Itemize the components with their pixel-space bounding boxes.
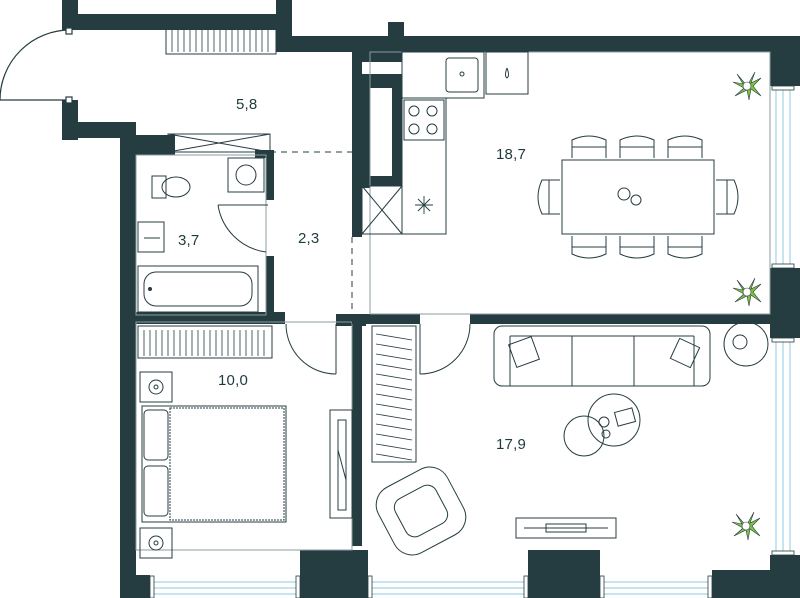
- kitchen-fixtures: [361, 51, 529, 235]
- room-area-bedroom: 10,0: [218, 372, 248, 389]
- inner-lines: [135, 51, 771, 551]
- bedroom-furniture: [137, 323, 353, 559]
- room-area-bathroom: 3,7: [178, 232, 200, 249]
- entrance-door: [0, 27, 73, 104]
- room-area-living-room: 17,9: [496, 436, 526, 453]
- walls-top: [352, 314, 362, 324]
- zone-dashes: [270, 151, 353, 314]
- dining-set: [537, 135, 739, 259]
- window-frames: [149, 85, 795, 598]
- room-area-corridor: 2,3: [298, 230, 320, 247]
- plant-icons: [731, 71, 762, 541]
- room-area-hallway: 5,8: [236, 96, 258, 113]
- walls: [62, 0, 800, 598]
- bathroom-fixtures: [137, 157, 268, 313]
- living-furniture: [371, 321, 769, 556]
- hallway-rack: [167, 133, 271, 153]
- hallway-wardrobe: [165, 17, 277, 55]
- room-area-kitchen-dining: 18,7: [496, 146, 526, 163]
- windows: [150, 86, 791, 595]
